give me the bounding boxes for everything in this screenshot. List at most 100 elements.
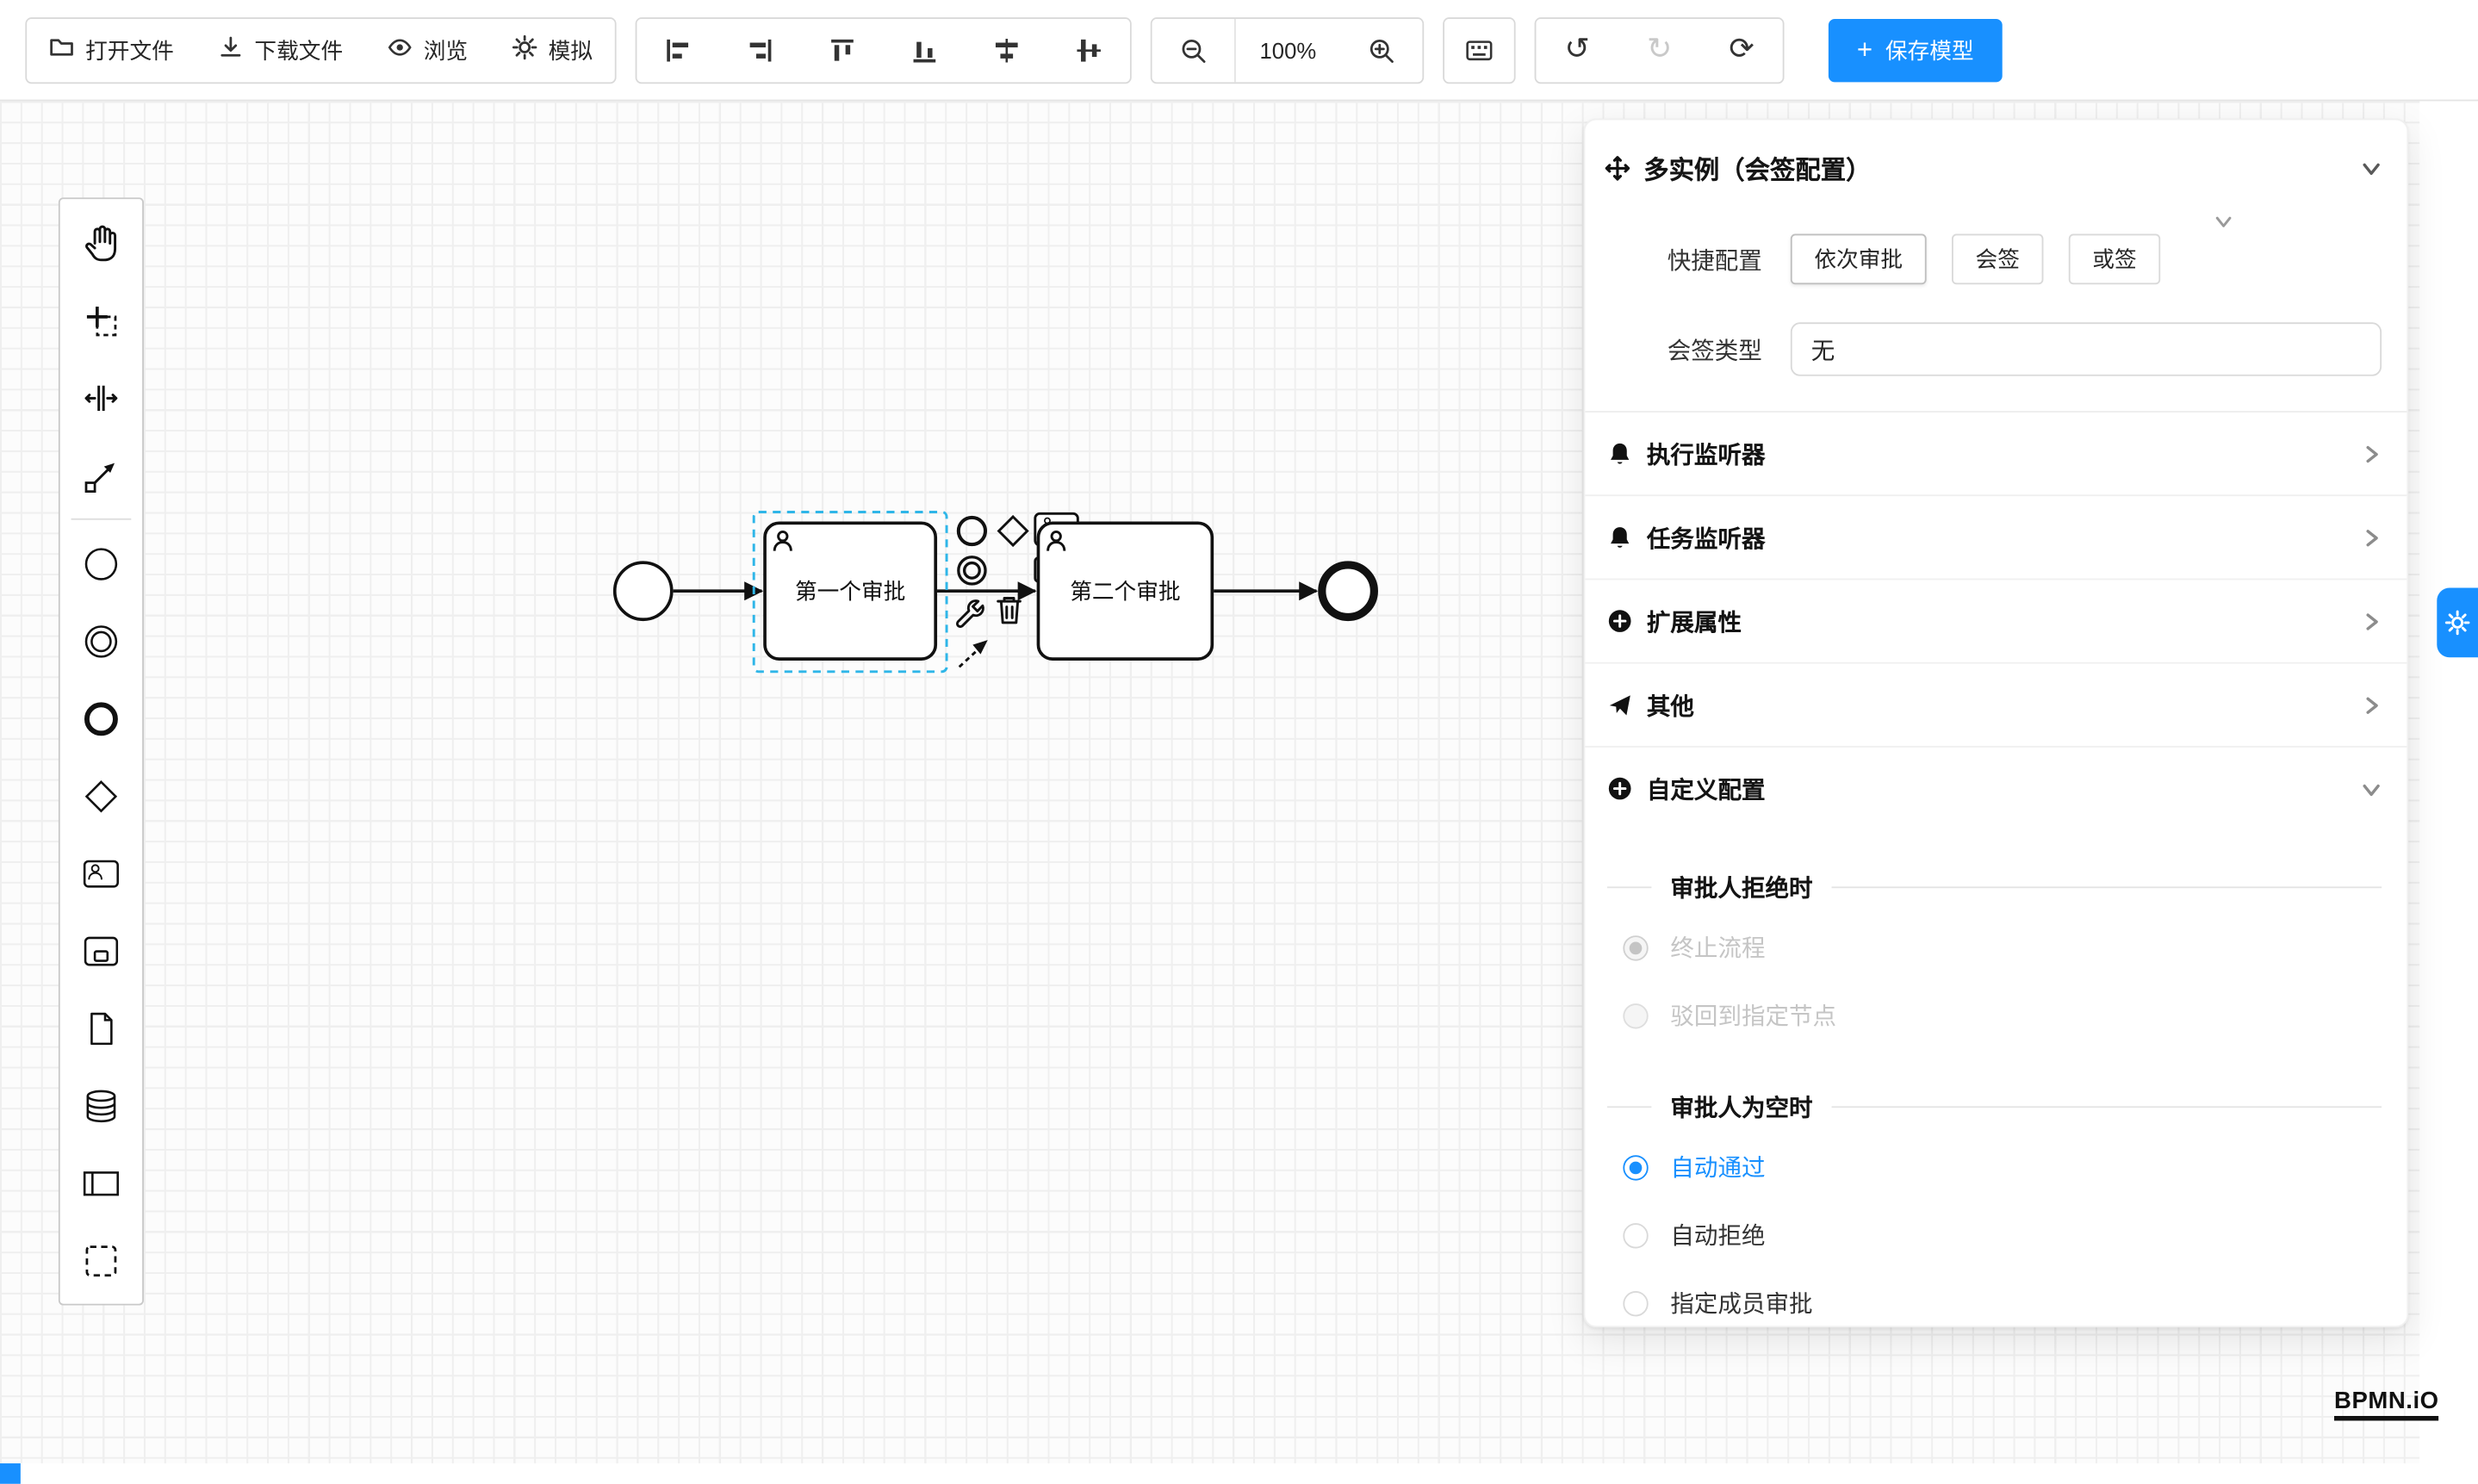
- zoom-out-button[interactable]: [1152, 18, 1234, 82]
- create-end-event[interactable]: [60, 680, 142, 757]
- connect-arrow-icon[interactable]: [958, 640, 988, 668]
- corner-badge: [0, 1463, 21, 1484]
- participant-icon: [83, 1170, 119, 1195]
- custom-config-body: 审批人拒绝时 终止流程 驳回到指定节点 审批人为空时: [1585, 871, 2407, 1326]
- create-participant[interactable]: [60, 1144, 142, 1221]
- reject-header: 审批人拒绝时: [1607, 871, 2382, 904]
- simulate-button[interactable]: 模拟: [489, 18, 615, 82]
- task-first-approval[interactable]: 第一个审批: [763, 521, 938, 661]
- align-center-vertical-icon: [1077, 38, 1101, 61]
- section-task-listener[interactable]: 任务监听器: [1585, 494, 2407, 578]
- selection-outline: [752, 511, 948, 674]
- end-event[interactable]: [1318, 561, 1378, 622]
- align-bottom-button[interactable]: [883, 18, 966, 82]
- intermediate-event-icon: [84, 624, 118, 657]
- countersign-button[interactable]: 会签: [1952, 233, 2044, 285]
- radio-icon: [1623, 1154, 1649, 1180]
- fit-group: [1443, 16, 1516, 84]
- preview-button[interactable]: 浏览: [364, 18, 490, 82]
- sign-type-select[interactable]: 无: [1790, 216, 2382, 376]
- chevron-right-icon: [2361, 527, 2382, 548]
- section-extended-properties[interactable]: 扩展属性: [1585, 578, 2407, 662]
- user-task-icon: [83, 859, 119, 887]
- zoom-in-button[interactable]: [1339, 18, 1423, 82]
- redo-button[interactable]: ↻: [1618, 18, 1701, 82]
- fit-canvas-icon: [1466, 40, 1493, 60]
- create-intermediate-event[interactable]: [60, 602, 142, 680]
- open-file-button[interactable]: 打开文件: [27, 18, 196, 82]
- create-user-task[interactable]: [60, 835, 142, 912]
- append-end-event-icon[interactable]: [956, 515, 988, 547]
- align-top-button[interactable]: [801, 18, 884, 82]
- radio-icon: [1623, 1222, 1649, 1248]
- radio-terminate-process[interactable]: 终止流程: [1607, 914, 2382, 982]
- create-gateway[interactable]: [60, 757, 142, 835]
- download-file-button[interactable]: 下载文件: [196, 18, 365, 82]
- empty-header: 审批人为空时: [1607, 1090, 2382, 1124]
- history-group: ↺ ↻ ⟳: [1534, 16, 1785, 84]
- create-group[interactable]: [60, 1221, 142, 1299]
- zoom-in-icon: [1369, 39, 1394, 63]
- lasso-tool-icon: [86, 306, 117, 336]
- task-label: 第一个审批: [795, 579, 905, 604]
- start-event[interactable]: [612, 561, 674, 622]
- reset-button[interactable]: ⟳: [1700, 18, 1783, 82]
- save-model-button[interactable]: + 保存模型: [1828, 18, 2003, 82]
- radio-return-to-node[interactable]: 驳回到指定节点: [1607, 981, 2382, 1049]
- quick-config-row: 快捷配置 依次审批 会签 或签: [1604, 233, 2382, 285]
- global-connect-tool[interactable]: [60, 436, 142, 513]
- align-left-button[interactable]: [637, 18, 719, 82]
- hand-tool[interactable]: [60, 204, 142, 282]
- download-file-label: 下载文件: [254, 37, 344, 63]
- space-tool[interactable]: [60, 359, 142, 437]
- align-right-icon: [749, 38, 772, 61]
- preview-label: 浏览: [423, 37, 469, 63]
- bpmn-io-logo[interactable]: BPMN.iO: [2334, 1388, 2439, 1421]
- redo-icon: ↻: [1646, 33, 1673, 67]
- panel-title: 多实例（会签配置）: [1643, 158, 1872, 185]
- end-event-icon: [84, 701, 118, 736]
- sign-type-value: 无: [1810, 337, 1835, 364]
- file-button-group: 打开文件 下载文件 浏览 模拟: [25, 16, 617, 84]
- multi-instance-icon: [1605, 155, 1630, 180]
- create-data-store[interactable]: [60, 1067, 142, 1145]
- chevron-down-icon: [2361, 779, 2382, 799]
- task-second-approval[interactable]: 第二个审批: [1036, 521, 1214, 661]
- undo-button[interactable]: ↺: [1536, 18, 1618, 82]
- create-data-object[interactable]: [60, 990, 142, 1067]
- sequential-approval-button[interactable]: 依次审批: [1790, 233, 1927, 285]
- orsign-button[interactable]: 或签: [2068, 233, 2161, 285]
- connect-tool-icon: [84, 462, 115, 493]
- toolbar: 打开文件 下载文件 浏览 模拟: [0, 0, 2478, 102]
- gear-icon: [2444, 610, 2470, 636]
- radio-auto-reject[interactable]: 自动拒绝: [1607, 1201, 2382, 1269]
- trash-icon[interactable]: [997, 597, 1022, 624]
- task-label: 第二个审批: [1070, 579, 1180, 604]
- align-center-horizontal-button[interactable]: [966, 18, 1048, 82]
- section-other[interactable]: 其他: [1585, 661, 2407, 746]
- lasso-tool[interactable]: [60, 282, 142, 359]
- align-right-button[interactable]: [718, 18, 802, 82]
- append-intermediate-event-icon[interactable]: [957, 556, 987, 586]
- wrench-icon[interactable]: [955, 599, 984, 629]
- create-subprocess[interactable]: [60, 912, 142, 990]
- radio-auto-pass[interactable]: 自动通过: [1607, 1133, 2382, 1201]
- chevron-right-icon: [2361, 611, 2382, 631]
- radio-icon: [1623, 934, 1649, 960]
- subprocess-icon: [84, 935, 119, 966]
- radio-icon: [1623, 1003, 1649, 1028]
- chevron-right-icon: [2361, 444, 2382, 464]
- section-custom-config[interactable]: 自定义配置: [1585, 746, 2407, 829]
- create-start-event[interactable]: [60, 525, 142, 602]
- multi-instance-header[interactable]: 多实例（会签配置）: [1585, 120, 2407, 196]
- sign-type-label: 会签类型: [1667, 337, 1762, 364]
- align-center-vertical-button[interactable]: [1047, 18, 1130, 82]
- section-execution-listener[interactable]: 执行监听器: [1585, 413, 2407, 494]
- fit-canvas-button[interactable]: [1444, 18, 1514, 82]
- folder-open-icon: [49, 34, 74, 65]
- workspace: 第一个审批: [0, 101, 2478, 1484]
- append-gateway-icon[interactable]: [997, 514, 1029, 548]
- radio-designated-member[interactable]: 指定成员审批: [1607, 1269, 2382, 1326]
- settings-tab[interactable]: [2437, 587, 2478, 658]
- sign-type-row: 会签类型 无: [1604, 216, 2382, 376]
